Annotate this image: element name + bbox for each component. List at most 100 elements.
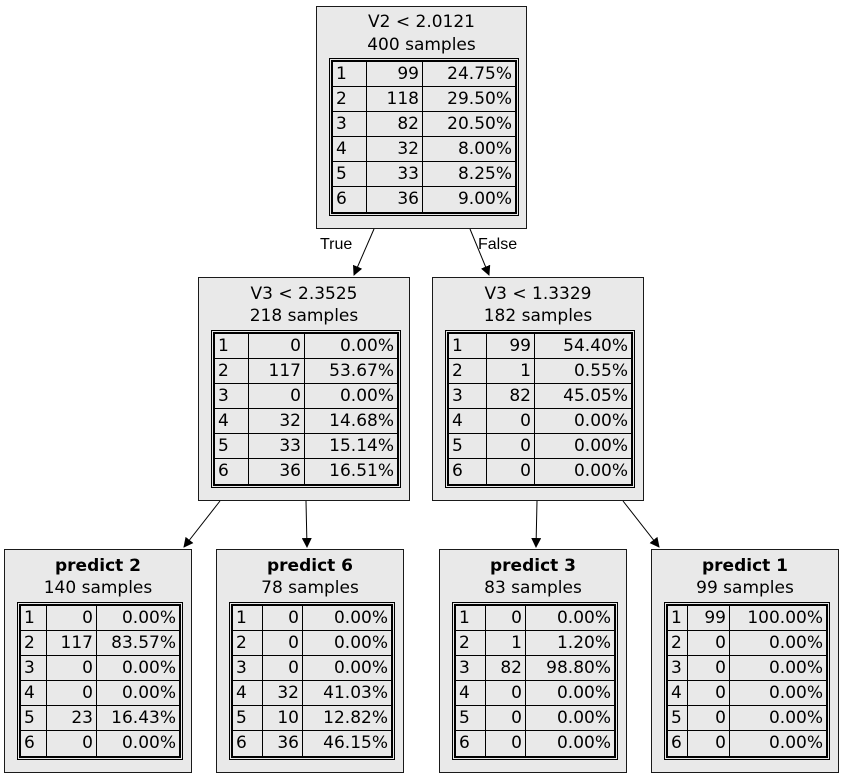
class-percent: 100.00%: [730, 606, 826, 631]
class-count: 1: [487, 359, 535, 384]
class-count: 0: [688, 631, 730, 656]
class-percent: 54.40%: [535, 334, 631, 359]
class-label: 6: [333, 187, 367, 212]
class-percent: 14.68%: [305, 409, 397, 434]
class-percent: 0.00%: [768, 733, 823, 754]
class-percent: 45.05%: [535, 384, 631, 409]
class-count: 82: [367, 112, 423, 137]
node-title: predict 3: [489, 556, 577, 576]
class-label: 4: [333, 137, 367, 162]
class-percent: 0.00%: [526, 606, 614, 631]
class-label: 2: [21, 631, 47, 656]
class-percent: 0.00%: [730, 706, 826, 731]
class-label: 5: [456, 706, 486, 731]
class-count: 0: [688, 706, 730, 731]
class-label: 6: [215, 459, 249, 484]
class-label: 2: [333, 87, 367, 112]
class-label: 5: [333, 162, 367, 187]
class-count: 33: [367, 162, 423, 187]
class-label: 1: [21, 606, 47, 631]
class-label: 6: [449, 459, 487, 484]
class-count: 0: [486, 606, 526, 631]
class-label: 1: [668, 606, 688, 631]
node-title: V3 < 1.3329: [484, 284, 592, 304]
class-percent: 29.50%: [423, 87, 515, 112]
class-percent: 9.00%: [457, 189, 512, 210]
class-count: 0: [487, 409, 535, 434]
class-count: 32: [263, 681, 303, 706]
class-count: 1: [486, 631, 526, 656]
class-label: 4: [215, 409, 249, 434]
class-count: 33: [249, 434, 305, 459]
class-label: 5: [668, 706, 688, 731]
class-percent: 0.00%: [730, 681, 826, 706]
class-percent: 53.67%: [305, 359, 397, 384]
class-label: 3: [21, 656, 47, 681]
class-count: 32: [249, 409, 305, 434]
class-label: 5: [233, 706, 263, 731]
node-title: predict 1: [701, 556, 789, 576]
class-count: 99: [688, 606, 730, 631]
edge-right-leaf4: [622, 500, 660, 548]
class-count: 99: [487, 334, 535, 359]
class-count: 32: [367, 137, 423, 162]
edge-root-left: [353, 228, 375, 276]
class-count: 117: [47, 631, 97, 656]
class-count: 0: [47, 656, 97, 681]
class-label: 3: [456, 656, 486, 681]
class-percent: 0.00%: [303, 631, 391, 656]
edge-root-right: [469, 228, 491, 276]
class-label: 1: [449, 334, 487, 359]
class-count: 0: [688, 731, 730, 756]
class-percent: 0.00%: [535, 434, 631, 459]
class-label: 1: [215, 334, 249, 359]
class-percent: 16.51%: [329, 461, 394, 482]
class-count: 99: [367, 62, 423, 87]
node-samples: 218 samples: [249, 306, 359, 326]
class-count: 0: [688, 656, 730, 681]
class-percent: 8.25%: [423, 162, 515, 187]
edge-left-leaf2: [301, 500, 312, 548]
class-percent: 0.00%: [526, 681, 614, 706]
class-count: 0: [486, 681, 526, 706]
class-count: 0: [487, 434, 535, 459]
class-label: 6: [21, 731, 47, 756]
node-samples: 400 samples: [367, 35, 476, 55]
class-label: 5: [21, 706, 47, 731]
edge-label-false: False: [478, 236, 518, 253]
class-label: 3: [333, 112, 367, 137]
class-count: 0: [47, 606, 97, 631]
class-percent: 0.00%: [121, 733, 176, 754]
class-label: 6: [233, 731, 263, 756]
node-samples: 99 samples: [696, 578, 794, 598]
class-percent: 0.00%: [303, 606, 391, 631]
class-count: 0: [47, 681, 97, 706]
